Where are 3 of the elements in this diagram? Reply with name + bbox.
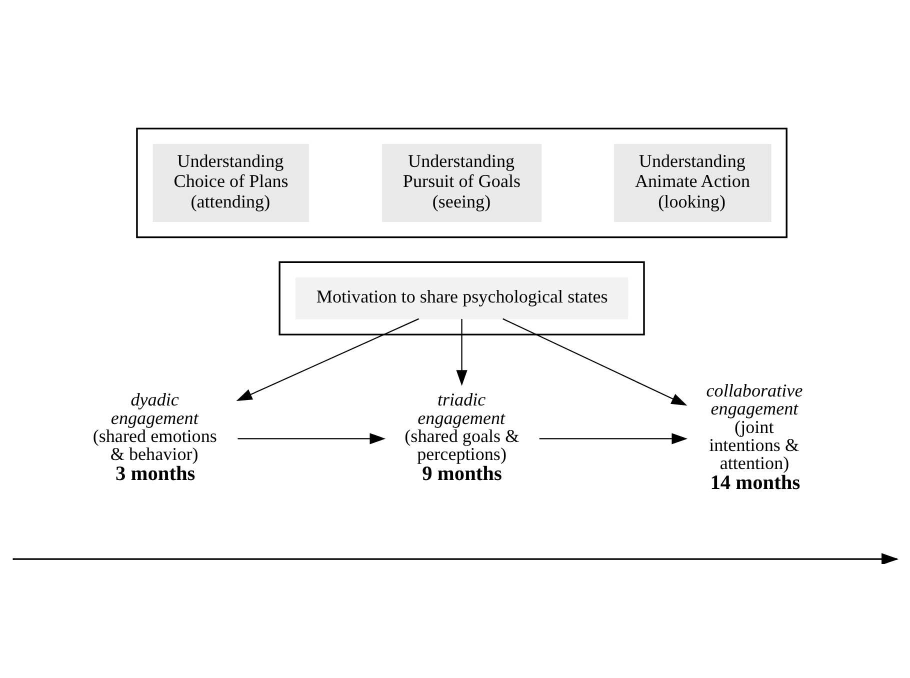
- node-text: collaborative engagement (joint intentions & attention) 14 months: [706, 380, 803, 494]
- node-text: dyadic engagement (shared emotions & behavior) 3 months: [92, 389, 217, 484]
- node-text: triadic engagement (shared goals & perceptions) 9 months: [404, 389, 520, 484]
